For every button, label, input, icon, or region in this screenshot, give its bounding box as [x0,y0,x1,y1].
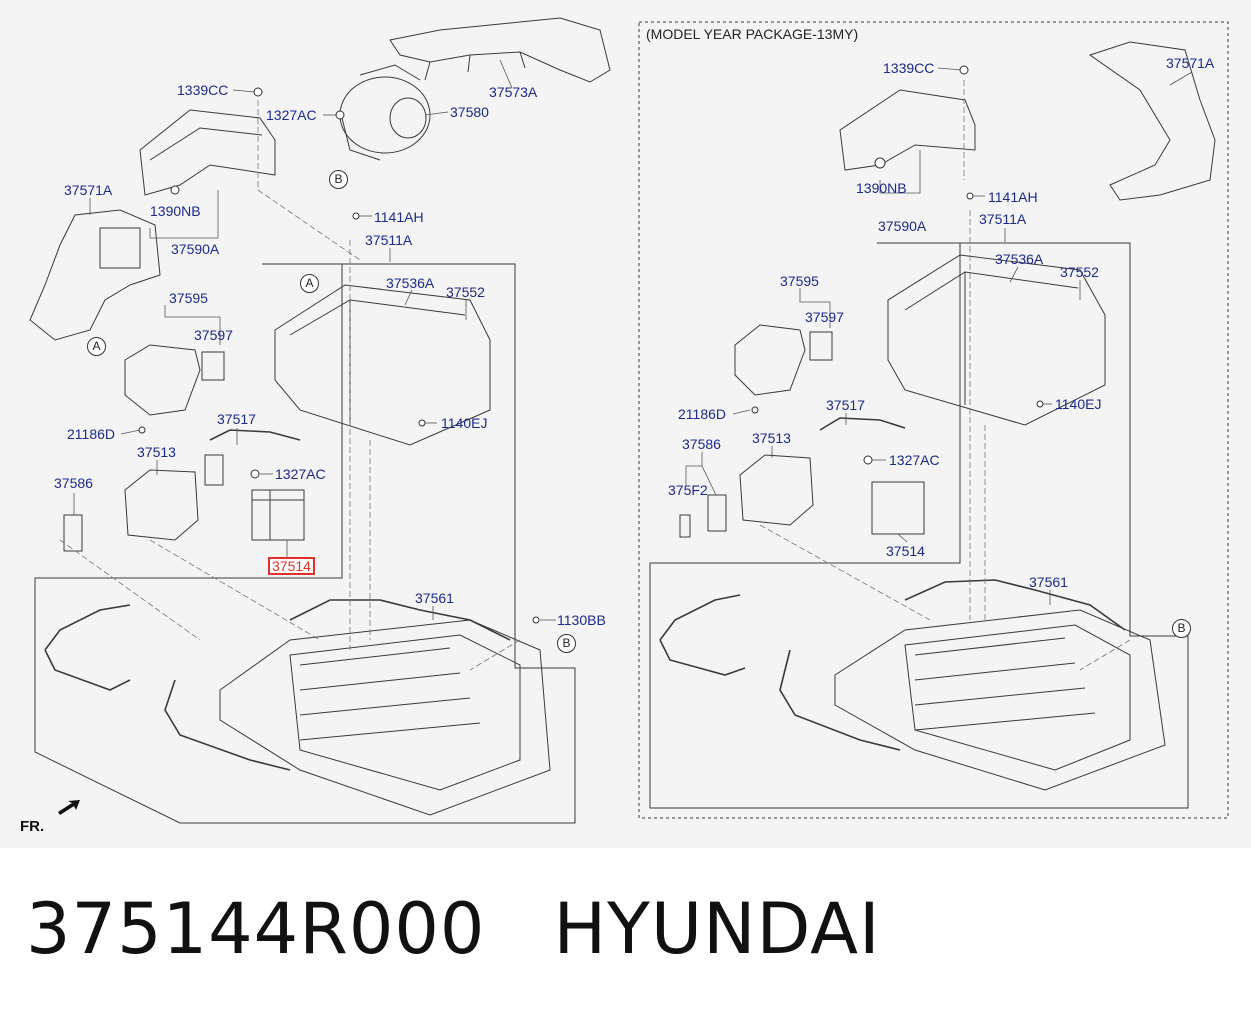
label-right-37595: 37595 [780,273,819,289]
label-right-375F2: 375F2 [668,482,708,498]
label-left-37573A: 37573A [489,84,538,100]
label-left-1390NB: 1390NB [150,203,201,219]
label-right-1339CC: 1339CC [883,60,935,76]
label-left-37595: 37595 [169,290,208,306]
label-right-37590A: 37590A [878,218,927,234]
part-37514-left [251,489,305,541]
label-right-37536A: 37536A [995,251,1044,267]
label-right-1140EJ: 1140EJ [1055,396,1102,412]
label-left-37514-highlighted: 37514 [268,557,315,575]
front-arrow-icon [58,800,80,815]
label-left-37580: 37580 [450,104,489,120]
label-right-37514: 37514 [886,543,925,559]
label-left-37552: 37552 [446,284,485,300]
label-left-1141AH: 1141AH [374,209,424,225]
label-left-1130BB: 1130BB [557,612,606,628]
ref-marker-a: A [300,274,319,293]
label-right-37561: 37561 [1029,574,1068,590]
label-left-1339CC: 1339CC [177,82,229,98]
label-right-21186D: 21186D [678,406,727,422]
ref-marker-b: B [329,170,348,189]
package-note: (MODEL YEAR PACKAGE-13MY) [646,26,859,42]
label-left-1327AC: 1327AC [266,107,317,123]
label-right-1141AH: 1141AH [988,189,1038,205]
label-left-37586: 37586 [54,475,93,491]
label-left-37571A: 37571A [64,182,113,198]
ref-marker-b: B [557,634,576,653]
label-right-37597: 37597 [805,309,844,325]
label-right-1390NB: 1390NB [856,180,907,196]
label-left-37590A: 37590A [171,241,220,257]
diagram-linework [29,17,1229,824]
label-right-37571A: 37571A [1166,55,1215,71]
label-left-1140EJ: 1140EJ [441,415,488,431]
brand-name: HYUNDAI [553,888,881,970]
ref-marker-a: A [87,337,106,356]
label-right-37586: 37586 [682,436,721,452]
label-right-1327AC: 1327AC [889,452,940,468]
label-right-37513: 37513 [752,430,791,446]
label-right-37517: 37517 [826,397,865,413]
label-left-1327AC-2: 1327AC [275,466,326,482]
label-left-37561: 37561 [415,590,454,606]
label-left-37517: 37517 [217,411,256,427]
label-left-37536A: 37536A [386,275,435,291]
label-left-21186D: 21186D [67,426,116,442]
package-frame [638,21,1229,819]
label-left-37597: 37597 [194,327,233,343]
part-37514-right [871,481,925,535]
ref-marker-b: B [1172,619,1191,638]
label-right-37511A: 37511A [979,211,1027,227]
label-right-37552: 37552 [1060,264,1099,280]
part-number: 375144R000 [26,888,486,970]
parts-diagram: (MODEL YEAR PACKAGE-13MY) 1339CC 1327AC … [0,0,1251,848]
front-label: FR. [20,818,45,835]
caption: 375144R000 HYUNDAI [26,888,881,970]
label-left-37513: 37513 [137,444,176,460]
label-left-37511A: 37511A [365,232,413,248]
